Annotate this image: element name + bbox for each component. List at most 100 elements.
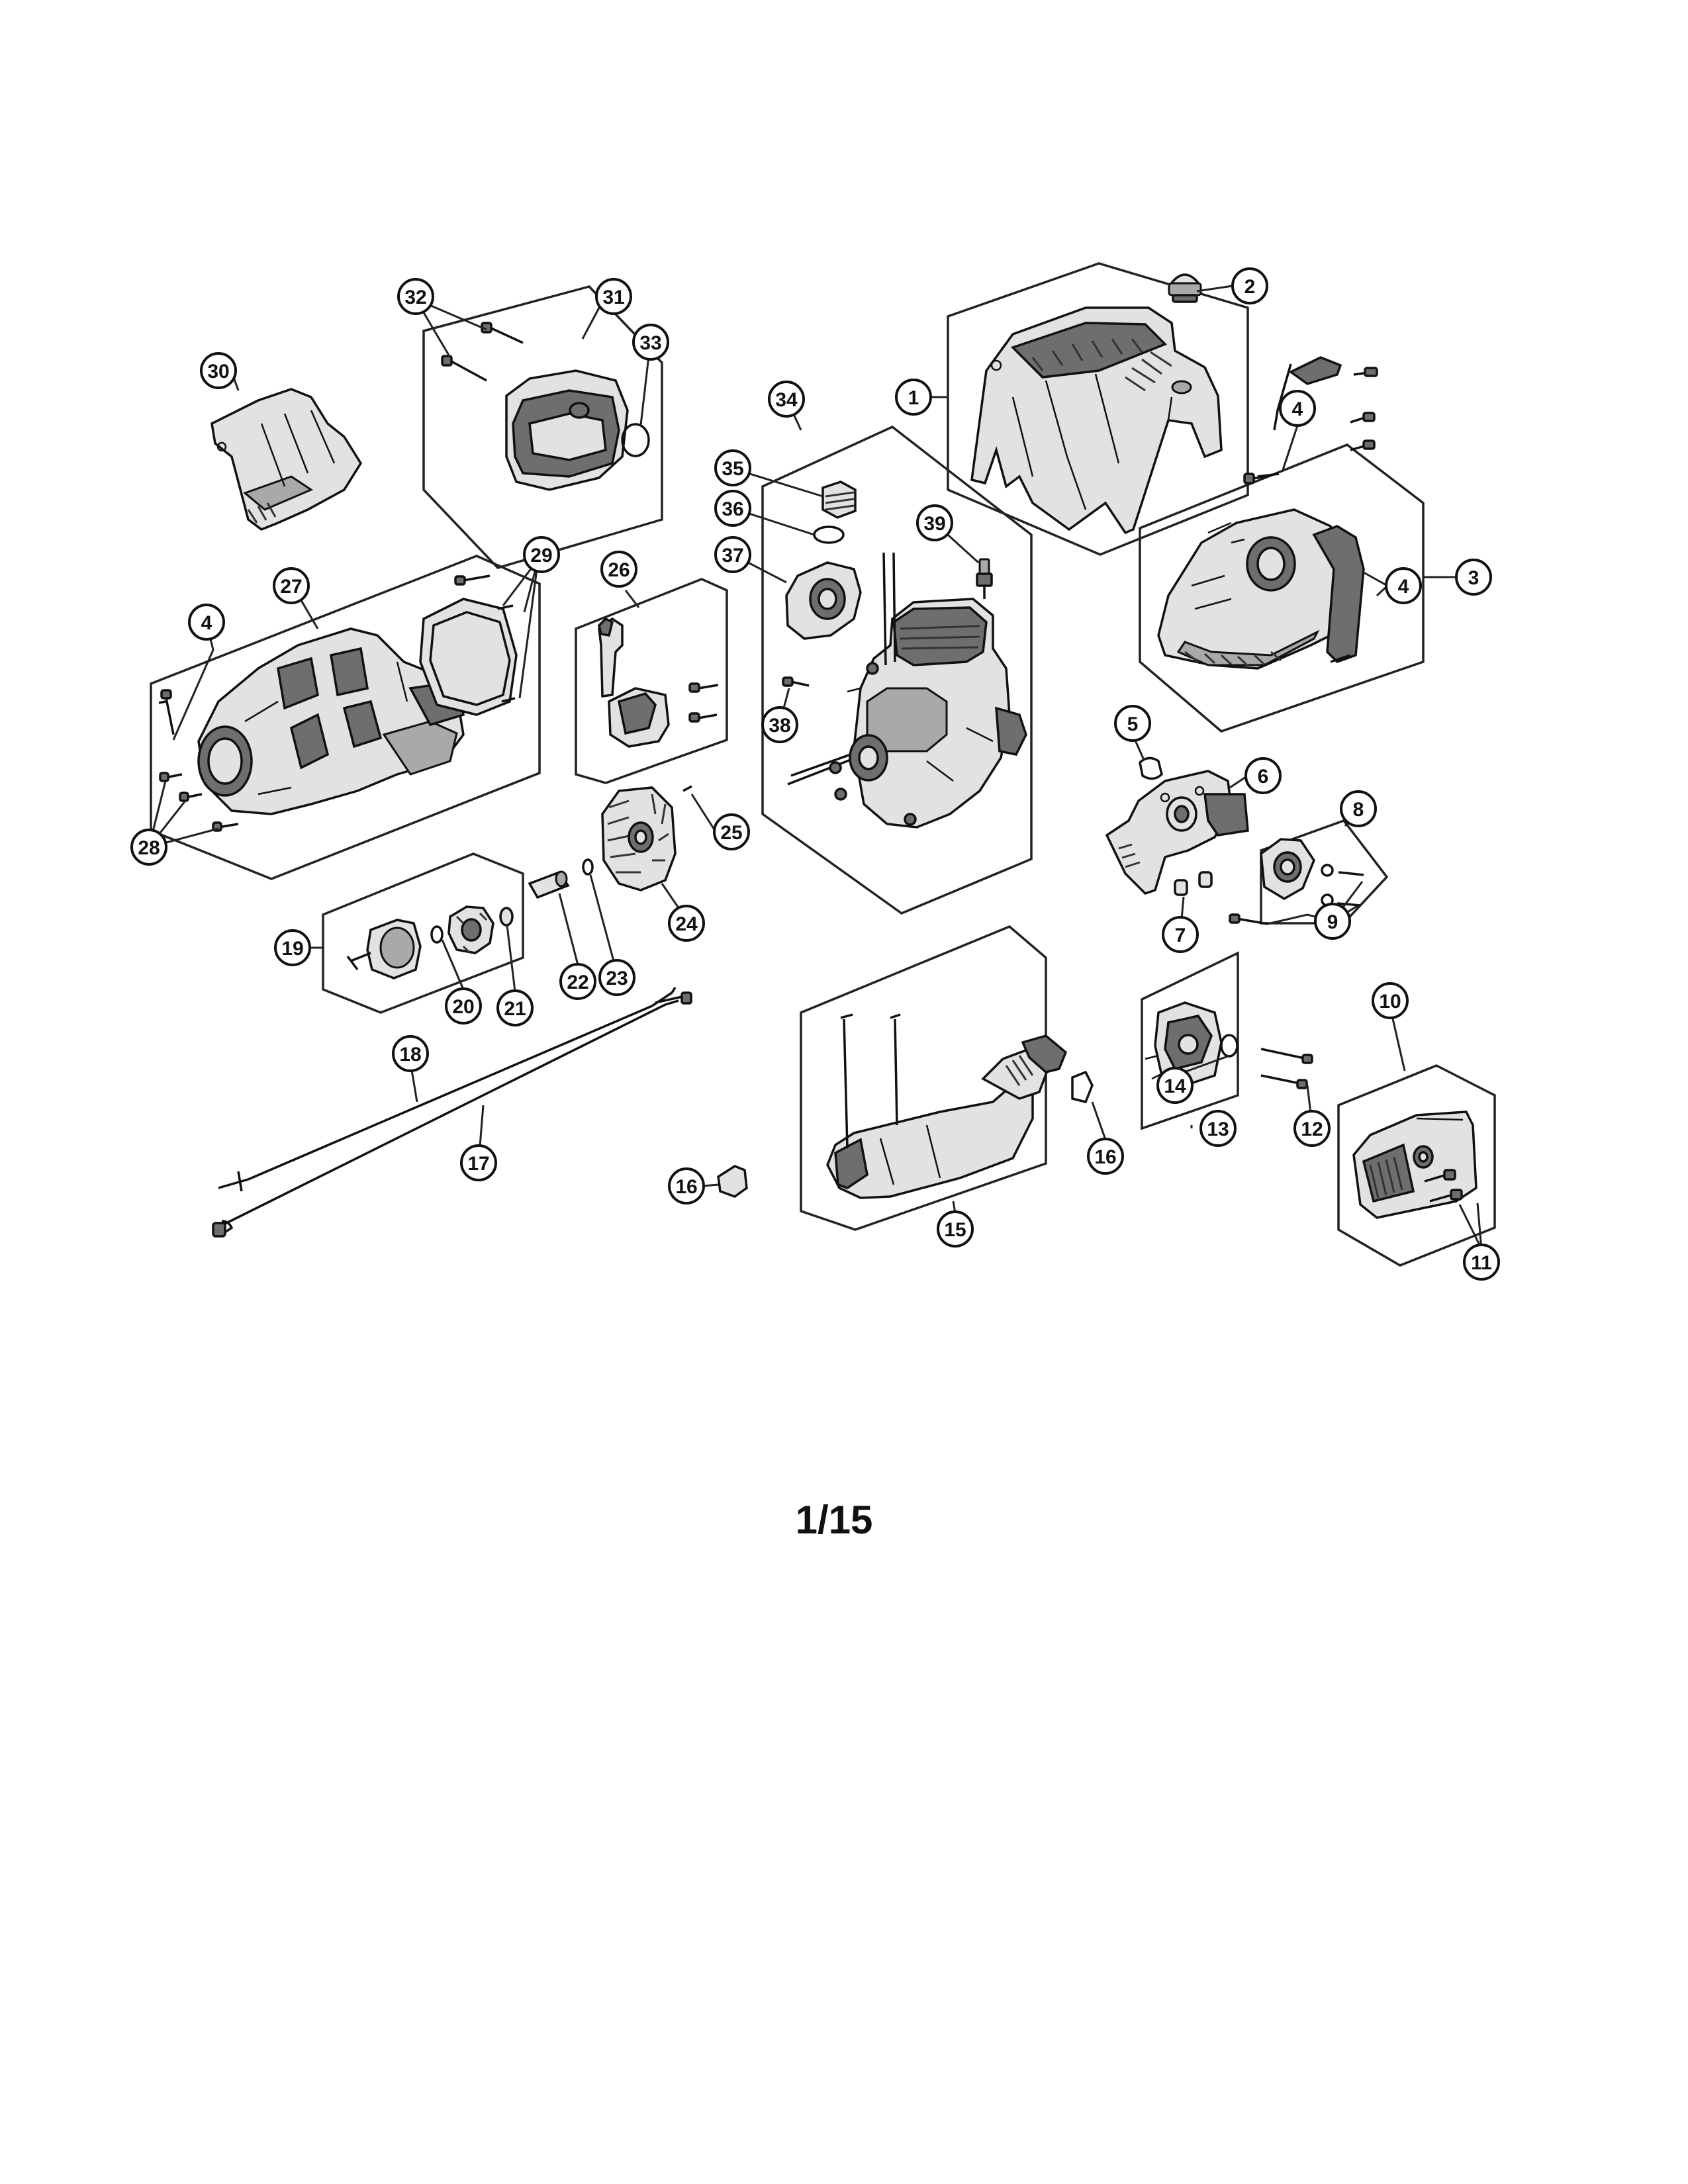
svg-text:29: 29	[530, 545, 552, 567]
engine-bolt	[782, 676, 810, 687]
group-box-air-filter	[1337, 1064, 1496, 1267]
svg-text:16: 16	[1094, 1146, 1116, 1168]
group-box-engine-block	[761, 425, 1033, 915]
callout-3: 3	[1455, 559, 1492, 596]
svg-text:8: 8	[1353, 799, 1364, 821]
callout-17: 17	[460, 1144, 497, 1181]
svg-text:28: 28	[138, 837, 160, 859]
svg-text:5: 5	[1127, 713, 1139, 735]
svg-text:27: 27	[280, 576, 302, 598]
muffler	[505, 369, 629, 491]
callout-1: 1	[895, 379, 932, 416]
callout-37: 37	[714, 536, 751, 573]
svg-text:4: 4	[1398, 576, 1409, 598]
callout-23: 23	[598, 959, 635, 996]
callout-28: 28	[130, 829, 167, 866]
svg-text:14: 14	[1164, 1075, 1186, 1097]
fuel-tank	[826, 1013, 1068, 1199]
svg-text:2: 2	[1244, 276, 1256, 298]
callout-31: 31	[595, 278, 632, 315]
svg-text:6: 6	[1258, 766, 1269, 788]
callout-2: 2	[1231, 267, 1268, 304]
callout-35: 35	[714, 449, 751, 486]
svg-text:4: 4	[1292, 398, 1303, 420]
callout-14: 14	[1156, 1067, 1194, 1104]
callout-25: 25	[713, 813, 750, 850]
muffler-shield	[211, 388, 363, 531]
callout-16-left: 16	[668, 1167, 705, 1205]
callout-30: 30	[200, 352, 237, 389]
callout-4-right: 4	[1385, 567, 1422, 604]
group-box-intake-mount	[1260, 819, 1389, 925]
leader-lines	[148, 285, 1483, 1250]
svg-text:1: 1	[908, 387, 919, 409]
callout-12: 12	[1293, 1110, 1331, 1147]
spark-plug	[976, 558, 993, 599]
callout-4-top: 4	[1279, 390, 1316, 427]
group-box-carburetor	[1141, 951, 1239, 1130]
svg-text:11: 11	[1471, 1252, 1492, 1274]
callout-19: 19	[274, 929, 311, 966]
screws-part-4	[158, 473, 1273, 735]
callout-5: 5	[1114, 705, 1151, 742]
svg-text:32: 32	[404, 287, 426, 308]
callout-34: 34	[768, 381, 805, 418]
bushings	[1174, 871, 1213, 896]
callout-38: 38	[761, 706, 798, 743]
page-number: 1/15	[795, 1498, 873, 1542]
svg-text:10: 10	[1379, 991, 1401, 1013]
svg-text:7: 7	[1175, 925, 1186, 946]
gasket	[1139, 756, 1163, 780]
svg-text:16: 16	[675, 1176, 697, 1198]
fuel-line-grommet-left	[717, 1165, 748, 1198]
callout-24: 24	[668, 905, 705, 942]
svg-text:25: 25	[720, 822, 742, 844]
svg-text:35: 35	[722, 458, 743, 480]
svg-text:20: 20	[452, 996, 474, 1018]
callout-8: 8	[1340, 790, 1377, 827]
callout-11: 11	[1463, 1244, 1500, 1281]
callout-26: 26	[600, 551, 637, 588]
housing-cover-plate	[419, 574, 518, 716]
screws-part-28	[159, 772, 239, 832]
svg-text:18: 18	[399, 1044, 421, 1066]
callout-20: 20	[445, 987, 482, 1024]
svg-text:31: 31	[602, 287, 624, 308]
svg-text:26: 26	[608, 559, 630, 581]
callout-36: 36	[714, 490, 751, 527]
svg-text:36: 36	[722, 498, 743, 520]
flywheel	[601, 786, 677, 891]
callout-32: 32	[397, 278, 434, 315]
engine-cover	[970, 306, 1223, 535]
group-box-fuel-tank	[800, 925, 1047, 1231]
flywheel-key	[682, 785, 692, 792]
intake-o-ring	[813, 525, 845, 544]
callout-13: 13	[1199, 1110, 1237, 1147]
intake-cap	[821, 480, 857, 519]
svg-text:39: 39	[923, 513, 945, 535]
engine-block	[787, 552, 1027, 829]
svg-text:24: 24	[675, 913, 698, 935]
svg-text:23: 23	[606, 968, 628, 989]
ignition-coil	[598, 617, 719, 748]
long-screws-part-12	[1260, 1048, 1313, 1089]
callout-10: 10	[1372, 982, 1409, 1019]
muffler-bolts	[441, 322, 524, 382]
throttle-cable	[212, 999, 679, 1238]
fuel-line-grommet-right	[1071, 1070, 1094, 1104]
group-box-clutch	[322, 852, 524, 1014]
washer	[582, 858, 594, 876]
screws-part-11	[1424, 1169, 1463, 1203]
svg-text:19: 19	[281, 938, 303, 960]
recoil-starter-housing	[1157, 356, 1378, 670]
callout-29: 29	[523, 536, 560, 573]
callout-33: 33	[632, 324, 669, 361]
svg-text:4: 4	[201, 612, 212, 634]
svg-text:17: 17	[467, 1153, 489, 1175]
group-box-ignition-coil	[575, 578, 728, 784]
callout-21: 21	[496, 989, 534, 1026]
intake-insulator	[1105, 770, 1249, 895]
intake-elbow	[785, 561, 862, 640]
intake-mount	[1260, 838, 1364, 907]
svg-text:13: 13	[1207, 1118, 1229, 1140]
